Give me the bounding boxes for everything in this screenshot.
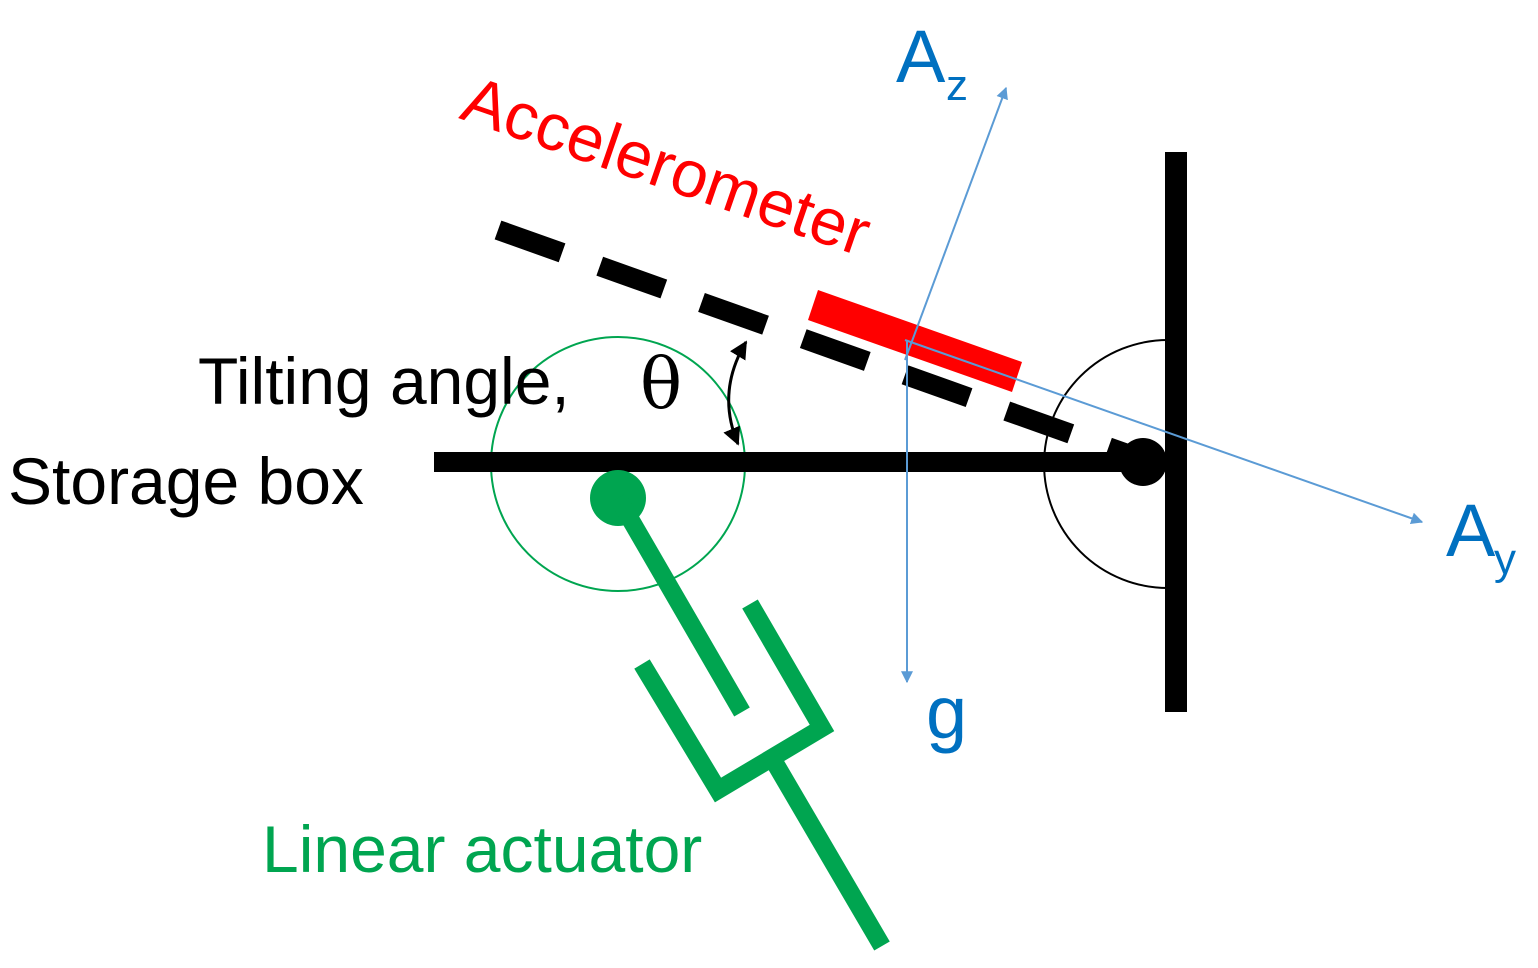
ay-axis-arrow xyxy=(904,339,1424,525)
ay-main-label: A xyxy=(1446,489,1496,572)
actuator-cylinder xyxy=(634,599,835,803)
actuator-rod xyxy=(610,493,750,717)
tilting-angle-arrow xyxy=(723,340,748,446)
actuator-base-rod xyxy=(764,753,890,951)
ay-subscript: y xyxy=(1494,535,1516,584)
accelerometer-block xyxy=(808,290,1022,392)
linear-actuator-label: Linear actuator xyxy=(262,812,702,886)
theta-symbol: θ xyxy=(640,343,682,425)
storage-box-label: Storage box xyxy=(8,444,364,518)
hinge-pivot xyxy=(1119,438,1167,486)
az-subscript: z xyxy=(946,61,968,110)
az-axis-arrow xyxy=(904,86,1008,361)
tilting-angle-label: Tilting angle, xyxy=(198,344,570,418)
tilted-box-dashed-line xyxy=(494,220,1154,472)
linear-actuator xyxy=(590,470,890,951)
gravity-label: g xyxy=(926,671,967,754)
az-main-label: A xyxy=(896,15,946,98)
